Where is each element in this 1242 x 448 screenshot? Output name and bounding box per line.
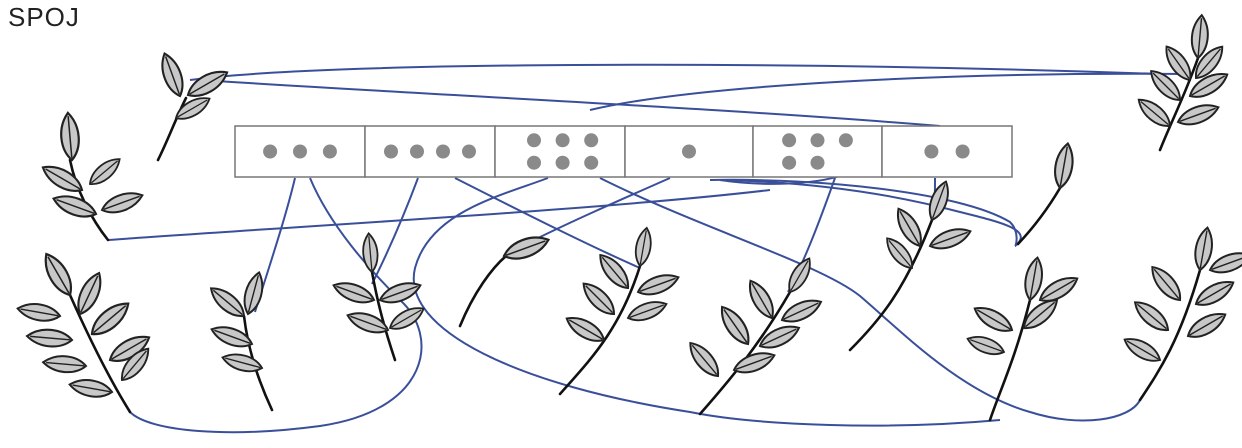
connection-line-3 (199, 79, 941, 127)
connection-line-2 (589, 72, 1191, 111)
connection-line-9 (371, 177, 419, 285)
plant-bottom-right (1119, 225, 1242, 402)
dice-cell-6 (881, 125, 1013, 178)
dot (436, 144, 450, 159)
dot (555, 133, 570, 148)
dot (384, 144, 398, 159)
dot (410, 144, 424, 159)
connection-line-13 (599, 177, 1141, 422)
connection-line-4 (107, 189, 771, 241)
dot (782, 155, 797, 170)
plant-top-left (155, 49, 233, 162)
dot (682, 144, 696, 159)
dot (527, 155, 541, 170)
dice-cell-1 (234, 125, 366, 178)
dot (527, 133, 541, 148)
connection-line-1 (189, 63, 1161, 81)
page-title: SPOJ (8, 2, 80, 32)
dice-cell-3 (494, 125, 626, 178)
plant-bottom-7 (848, 178, 975, 352)
plant-top-right (1132, 13, 1233, 152)
dot (322, 144, 337, 159)
dot (263, 144, 278, 159)
dot (955, 144, 970, 159)
dice-cell-5 (752, 125, 883, 178)
dice-cell-4 (624, 125, 754, 178)
plant-bottom-left-big (15, 248, 155, 414)
connection-line-12 (529, 177, 671, 243)
dot (924, 144, 939, 159)
connection-line-11 (412, 177, 1001, 427)
dot (584, 155, 599, 170)
dot (293, 144, 307, 159)
plant-right-small (1016, 141, 1078, 246)
plant-bottom-6 (683, 254, 826, 416)
dot (782, 133, 797, 148)
plant-group (15, 13, 1242, 422)
plant-bottom-3 (329, 231, 428, 362)
plant-bottom-2 (204, 269, 274, 412)
connection-line-8 (129, 177, 423, 434)
plant-bottom-5 (558, 225, 683, 396)
plant-left (37, 111, 147, 242)
dot (838, 133, 853, 148)
dot (810, 155, 825, 170)
connection-line-5 (709, 178, 1018, 247)
dot (810, 133, 825, 148)
dot (584, 133, 599, 148)
dot (555, 155, 570, 170)
dice-cell-2 (364, 125, 496, 178)
dot (462, 144, 476, 159)
connection-lines (107, 63, 1191, 434)
connection-line-10 (454, 177, 641, 269)
dice-cell-row (234, 125, 1013, 178)
plant-bottom-4 (458, 230, 553, 328)
plant-bottom-8 (964, 255, 1083, 422)
